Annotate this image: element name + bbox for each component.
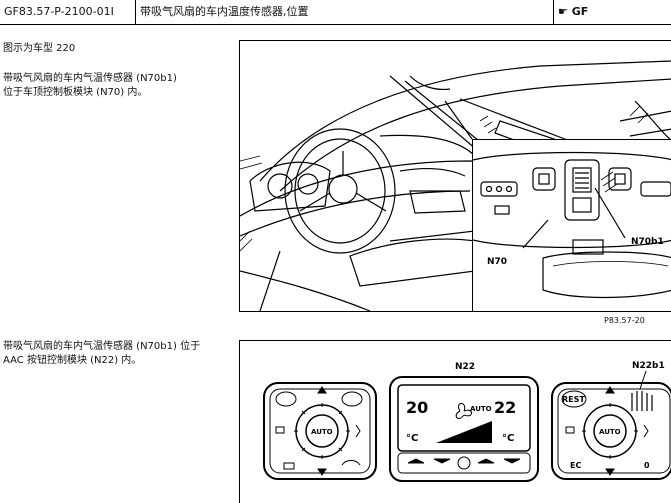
label-n70: N70	[487, 257, 507, 267]
aac-module-drawing: N22 N22b1 AUTO	[263, 361, 671, 482]
description-1-line-1: 带吸气风扇的车内气温传感器 (N70b1)	[3, 73, 177, 84]
doc-badge: ☛ GF	[554, 0, 671, 24]
display-left-unit: °C	[406, 433, 418, 444]
model-note: 图示为车型 220	[3, 43, 76, 54]
label-n22b1: N22b1	[632, 361, 665, 371]
doc-id: GF83.57-P-2100-01I	[0, 0, 136, 24]
right-climate-pod	[551, 382, 671, 480]
doc-title: 带吸气风扇的车内温度传感器,位置	[136, 0, 554, 24]
inset-overhead-panel: N70b1 N70	[472, 139, 671, 311]
display-mode: AUTO	[470, 405, 492, 413]
description-2-line-1: 带吸气风扇的车内气温传感器 (N70b1) 位于	[3, 341, 201, 352]
rest-button: REST	[562, 395, 585, 404]
document-header: GF83.57-P-2100-01I 带吸气风扇的车内温度传感器,位置 ☛ GF	[0, 0, 671, 25]
overhead-panel-drawing: N70b1 N70	[472, 151, 671, 299]
zero-button: 0	[644, 461, 650, 470]
badge-label: GF	[571, 5, 589, 18]
left-auto-button: AUTO	[311, 428, 333, 436]
label-n22: N22	[455, 362, 475, 372]
ec-button: EC	[570, 461, 581, 470]
left-climate-pod	[263, 382, 377, 480]
right-auto-button: AUTO	[599, 428, 621, 436]
centre-display-pod	[389, 376, 539, 482]
figure-aac-control-module: N22 N22b1 AUTO	[239, 340, 671, 503]
figure-reference: P83.57-20	[604, 316, 645, 325]
description-2-line-2: AAC 按钮控制模块 (N22) 内。	[3, 355, 142, 366]
display-right-temp: 22	[494, 398, 516, 417]
display-right-unit: °C	[502, 433, 514, 444]
description-1-line-2: 位于车顶控制板模块 (N70) 内。	[3, 87, 148, 98]
badge-arrow-icon: ☛	[558, 5, 568, 18]
display-left-temp: 20	[406, 398, 428, 417]
fan-speed-bar	[436, 421, 492, 443]
figure-car-interior: N70b1 N70	[239, 40, 671, 312]
label-n70b1: N70b1	[631, 237, 664, 247]
